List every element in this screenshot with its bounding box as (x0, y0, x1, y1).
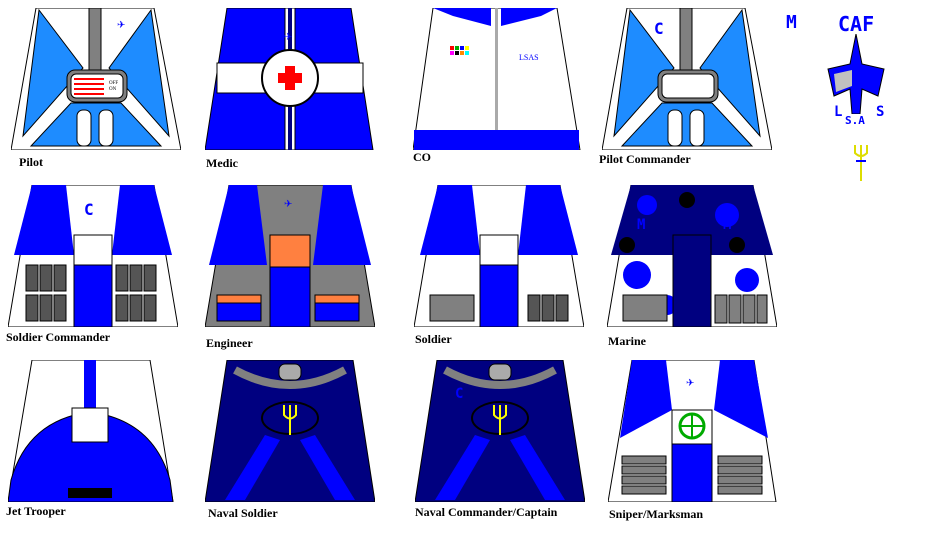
jet-emblem-icon: ✈ (117, 20, 125, 31)
torso-engineer: ✈ (205, 185, 375, 327)
switch-on-text: ON (109, 87, 117, 92)
label-soldier: Soldier (415, 332, 452, 346)
jet-logo-icon (827, 34, 885, 114)
svg-text:C: C (455, 386, 463, 402)
torso-pilot: OFF ON ✈ (11, 8, 181, 150)
label-pilot-commander: Pilot Commander (599, 152, 691, 166)
label-marine: Marine (608, 334, 646, 348)
label-jet-trooper: Jet Trooper (6, 504, 66, 518)
jet-emblem-icon: ✈ (284, 199, 292, 210)
jet-emblem-icon: ✈ (284, 32, 292, 43)
label-pilot: Pilot (19, 155, 43, 169)
torso-soldier (414, 185, 584, 327)
torso-sniper: ✈ (608, 360, 778, 502)
torso-naval-commander: C (415, 360, 585, 502)
co-badge-text: LSAS (519, 53, 539, 62)
torso-soldier-commander: C (8, 185, 178, 327)
torso-pilot-commander: C (602, 8, 772, 150)
torso-jet-trooper (8, 360, 178, 502)
svg-text:M: M (637, 217, 645, 233)
label-naval-commander: Naval Commander/Captain (415, 505, 558, 519)
marine-letter: M (786, 12, 797, 33)
label-naval-soldier: Naval Soldier (208, 506, 278, 520)
commander-mark: C (654, 19, 664, 38)
label-sniper: Sniper/Marksman (609, 507, 704, 521)
torso-marine: M M (607, 185, 777, 327)
label-engineer: Engineer (206, 336, 253, 350)
label-co: CO (413, 150, 431, 164)
switch-off-text: OFF (109, 81, 118, 86)
jet-emblem-icon: ✈ (686, 378, 694, 389)
torso-medic: ✈ (205, 8, 375, 150)
torso-naval-soldier (205, 360, 375, 502)
label-medic: Medic (206, 156, 238, 170)
torso-co: LSAS (413, 8, 583, 150)
svg-text:C: C (84, 200, 94, 219)
trident-icon (854, 145, 868, 181)
label-soldier-commander: Soldier Commander (6, 330, 111, 344)
svg-text:M: M (723, 217, 731, 233)
logo-title: CAF (838, 12, 875, 36)
